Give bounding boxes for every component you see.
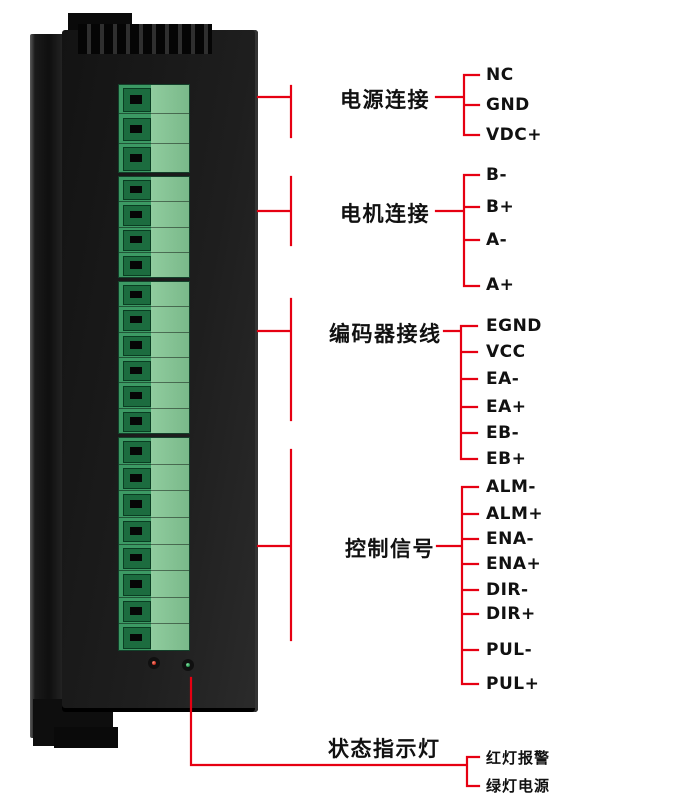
pin-label-pul-minus: PUL- <box>486 640 533 660</box>
pin-label-pul-plus: PUL+ <box>486 674 540 694</box>
terminal-block-control <box>118 437 190 651</box>
terminal-cell <box>119 253 189 277</box>
terminal-cell <box>119 465 189 492</box>
terminal-cell <box>119 85 189 115</box>
pin-label-a-plus: A+ <box>486 275 515 295</box>
connector-encoder-pin-fan <box>442 324 479 461</box>
terminal-cell <box>119 114 189 144</box>
terminal-cell <box>119 624 189 650</box>
terminal-cell <box>119 518 189 545</box>
power-led-green <box>182 659 194 671</box>
pin-label-green-light-power: 绿灯电源 <box>486 777 551 795</box>
terminal-block-encoder <box>118 281 190 434</box>
terminal-cell <box>119 598 189 625</box>
terminal-cell <box>119 438 189 465</box>
pin-label-ena-minus: ENA- <box>486 529 535 549</box>
pin-label-alm-plus: ALM+ <box>486 504 544 524</box>
terminal-cell <box>119 571 189 598</box>
pin-label-nc: NC <box>486 65 514 85</box>
group-label-motor: 电机连接 <box>340 202 430 226</box>
terminal-cell <box>119 177 189 203</box>
pin-label-vcc: VCC <box>486 342 526 362</box>
terminal-cell <box>119 491 189 518</box>
terminal-cell <box>119 383 189 409</box>
mounting-flange <box>30 34 65 738</box>
pin-label-vdc-plus: VDC+ <box>486 125 542 145</box>
pin-label-ea-plus: EA+ <box>486 397 527 417</box>
group-label-control: 控制信号 <box>345 537 435 561</box>
connector-motor-pin-fan <box>434 173 481 288</box>
pin-label-egnd: EGND <box>486 316 542 336</box>
connector-status-led-line <box>189 676 481 788</box>
connector-control-pin-fan <box>435 485 480 686</box>
pin-label-ea-minus: EA- <box>486 369 520 389</box>
terminal-cell <box>119 358 189 384</box>
group-label-status: 状态指示灯 <box>328 737 441 761</box>
terminal-cell <box>119 228 189 253</box>
terminal-block-power <box>118 84 190 173</box>
connector-power-pin-fan <box>434 73 481 137</box>
pin-label-a-minus: A- <box>486 230 508 250</box>
terminal-block-motor <box>118 176 190 278</box>
terminal-cell <box>119 307 189 333</box>
terminal-cell <box>119 144 189 172</box>
terminal-cell <box>119 282 189 308</box>
pin-label-ena-plus: ENA+ <box>486 554 542 574</box>
pin-label-red-light-alarm: 红灯报警 <box>486 749 551 767</box>
flange-bottom-tab <box>54 727 118 748</box>
pin-label-b-plus: B+ <box>486 197 515 217</box>
terminal-cell <box>119 202 189 228</box>
pin-label-dir-minus: DIR- <box>486 580 529 600</box>
connector-encoder-device-bracket <box>256 297 293 422</box>
group-label-power: 电源连接 <box>340 88 430 112</box>
terminal-cell <box>119 409 189 433</box>
heatsink-fins <box>78 24 212 54</box>
pin-label-b-minus: B- <box>486 165 508 185</box>
pin-label-eb-plus: EB+ <box>486 449 527 469</box>
connector-motor-device-bracket <box>256 175 293 247</box>
pin-label-dir-plus: DIR+ <box>486 604 536 624</box>
connector-control-device-bracket <box>256 448 293 642</box>
alarm-led-red <box>148 657 160 669</box>
connector-power-device-bracket <box>256 84 293 139</box>
terminal-cell <box>119 545 189 572</box>
group-label-encoder: 编码器接线 <box>329 322 442 346</box>
pin-label-eb-minus: EB- <box>486 423 520 443</box>
pin-label-gnd: GND <box>486 95 530 115</box>
terminal-cell <box>119 333 189 358</box>
pin-label-alm-minus: ALM- <box>486 477 536 497</box>
